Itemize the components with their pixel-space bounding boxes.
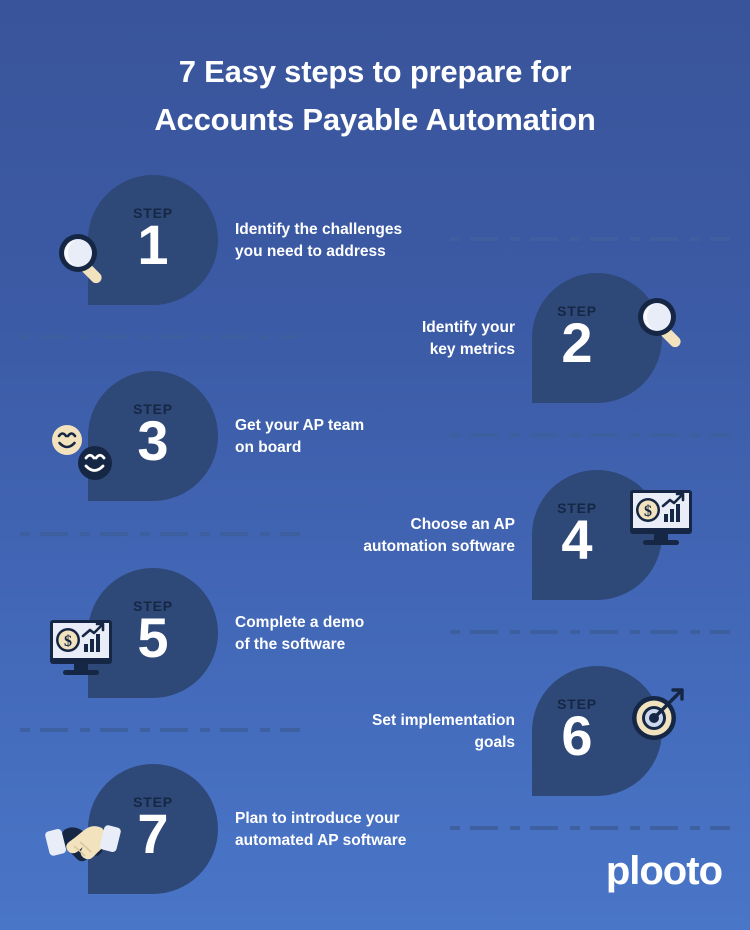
step-1: STEP 1 Identify the challenges you need … (0, 175, 750, 305)
magnifier-icon (52, 227, 114, 294)
page-title-line-2: Accounts Payable Automation (154, 102, 596, 138)
step-5-step-label: STEP (133, 598, 173, 614)
step-3-number: 3 (137, 409, 169, 472)
step-1-bubble[interactable]: STEP 1 (88, 175, 218, 305)
step-3-caption-line-2: on board (235, 439, 302, 457)
step-6-step-label: STEP (557, 696, 597, 712)
step-5-caption: Complete a demo of the software (235, 612, 525, 657)
target-arrow-icon (628, 682, 690, 749)
step-5-bubble[interactable]: STEP 5 (88, 568, 218, 698)
step-4-step-label: STEP (557, 500, 597, 516)
step-5-caption-line-1: Complete a demo (235, 614, 365, 631)
step-2-step-label: STEP (557, 303, 597, 319)
connector-rule-7 (450, 826, 730, 830)
connector-rule-2 (20, 335, 300, 339)
step-5-caption-line-2: of the software (235, 636, 346, 654)
step-6-caption: Set implementation goals (225, 710, 515, 755)
step-6: STEP 6 Set implementation goals (0, 666, 750, 796)
step-7-caption-line-2: automated AP software (235, 832, 407, 850)
page-title-line-1: 7 Easy steps to prepare for (178, 54, 572, 89)
page-title: 7 Easy steps to prepare for Accounts Pay… (0, 48, 750, 144)
connector-rule-1 (450, 237, 730, 241)
monitor-chart-icon: $ (628, 488, 694, 555)
step-2-caption: Identify your key metrics (225, 317, 515, 362)
step-1-step-label: STEP (133, 205, 173, 221)
step-4-number: 4 (561, 508, 593, 571)
connector-rule-3 (450, 433, 730, 437)
step-2-bubble[interactable]: STEP 2 (532, 273, 662, 403)
step-7-caption: Plan to introduce your automated AP soft… (235, 808, 525, 853)
smiley-faces-icon (50, 423, 116, 488)
step-2-caption-line-1: Identify your (421, 319, 515, 336)
step-5: STEP 5 $ Complete a demo of the software (0, 568, 750, 698)
svg-text:$: $ (644, 503, 652, 520)
magnifier-icon (631, 291, 693, 358)
step-6-caption-line-1: Set implementation (372, 712, 515, 729)
step-4: STEP 4 $ Choose an AP automation softwar… (0, 470, 750, 600)
step-7: STEP 7 Plan to introduce your automated … (0, 764, 750, 894)
step-4-caption-line-1: Choose an AP (410, 516, 516, 533)
step-3-caption-line-1: Get your AP team (235, 417, 365, 434)
step-5-number: 5 (137, 606, 169, 669)
step-6-bubble[interactable]: STEP 6 (532, 666, 662, 796)
step-6-number: 6 (561, 704, 593, 767)
connector-rule-4 (20, 532, 300, 536)
step-4-caption: Choose an AP automation software (225, 514, 515, 559)
step-7-number: 7 (137, 802, 169, 865)
monitor-chart-icon: $ (48, 618, 114, 685)
step-2-caption-line-2: key metrics (429, 341, 515, 359)
connector-rule-5 (450, 630, 730, 634)
step-3: STEP 3 Get your AP team on board (0, 371, 750, 501)
step-2: STEP 2 Identify your key metrics (0, 273, 750, 403)
step-3-caption: Get your AP team on board (235, 415, 525, 460)
step-1-caption-line-1: Identify the challenges (235, 221, 403, 238)
step-6-caption-line-2: goals (474, 734, 515, 752)
step-4-bubble[interactable]: STEP 4 (532, 470, 662, 600)
svg-text:$: $ (64, 633, 72, 650)
step-7-step-label: STEP (133, 794, 173, 810)
step-1-number: 1 (137, 213, 169, 276)
step-2-number: 2 (561, 311, 593, 374)
connector-rule-6 (20, 728, 300, 732)
plooto-logo[interactable]: plooto (605, 849, 723, 893)
step-1-caption-line-2: you need to address (235, 243, 386, 261)
step-7-caption-line-1: Plan to introduce your (235, 810, 400, 827)
step-3-bubble[interactable]: STEP 3 (88, 371, 218, 501)
step-3-step-label: STEP (133, 401, 173, 417)
step-1-caption: Identify the challenges you need to addr… (235, 219, 525, 264)
step-4-caption-line-2: automation software (363, 538, 515, 556)
handshake-icon (44, 816, 122, 877)
